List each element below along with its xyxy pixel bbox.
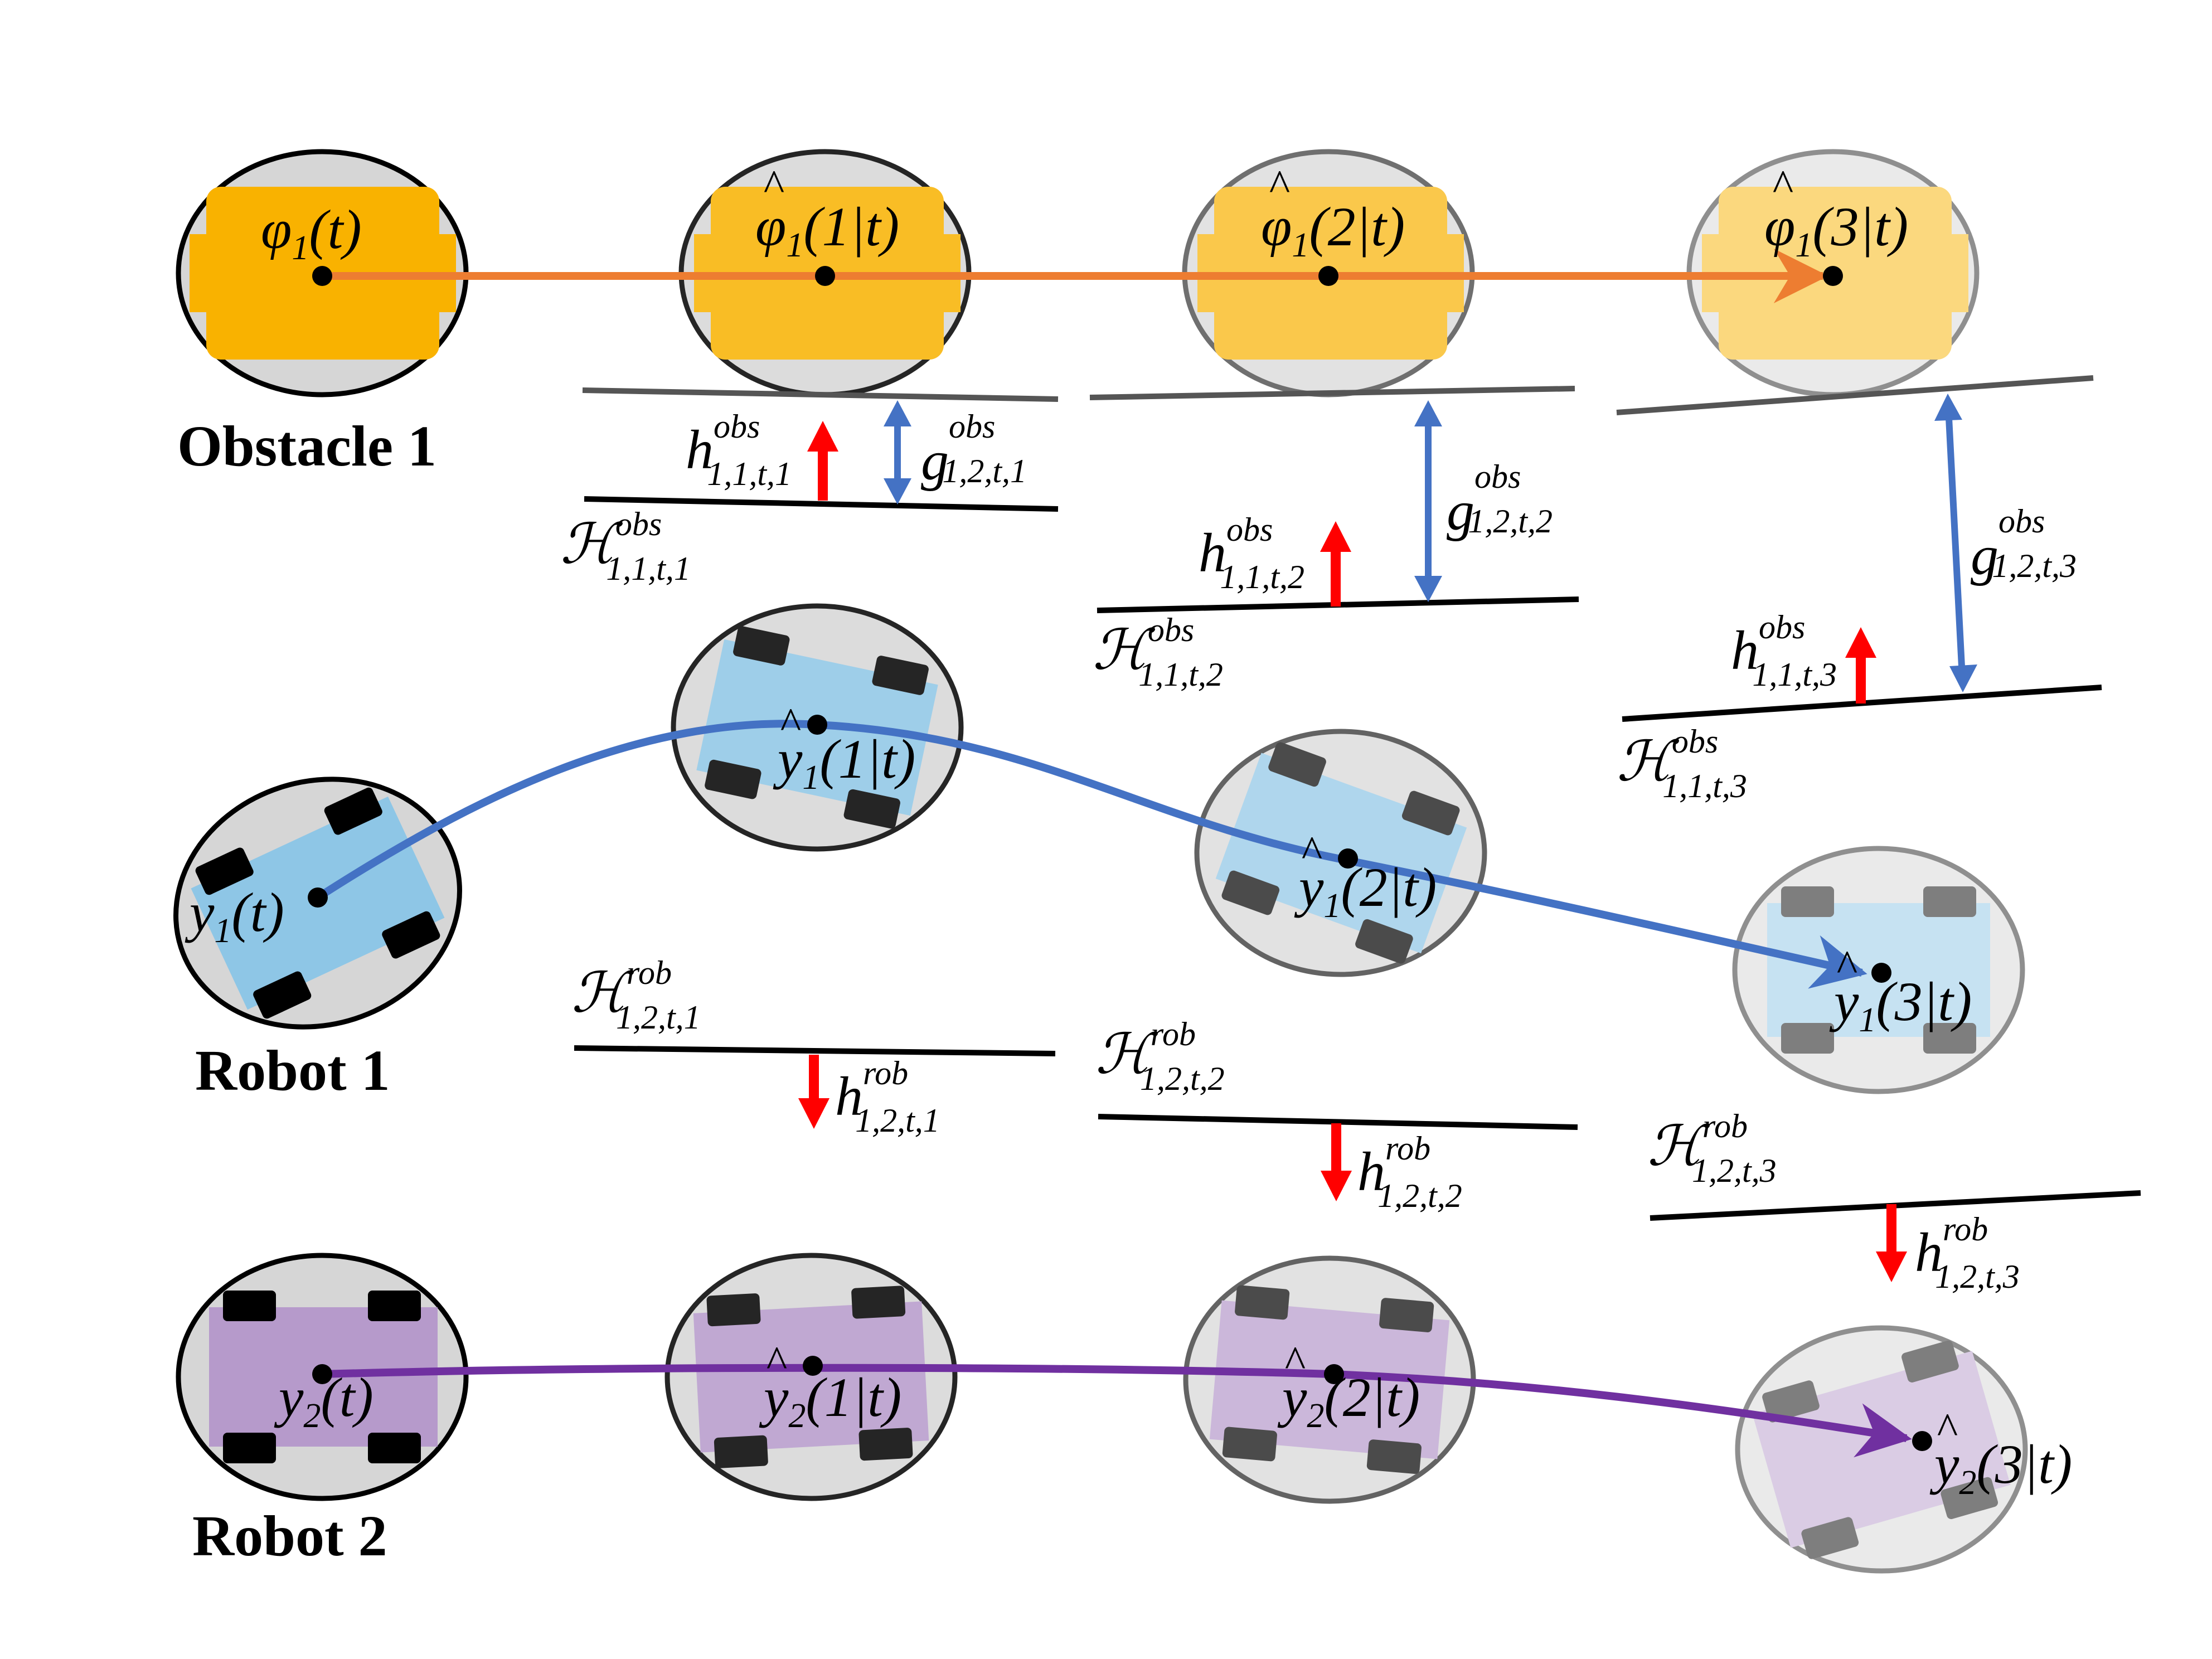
hat-icon: ^ bbox=[1836, 942, 1857, 991]
robot2-label-3: y2(3|t) bbox=[1929, 1433, 2072, 1502]
robot1-trajectory bbox=[316, 720, 1867, 989]
obstacle1-name: Obstacle 1 bbox=[177, 414, 436, 478]
robot2-name: Robot 2 bbox=[192, 1504, 387, 1568]
robot2-label-0: y2(t) bbox=[274, 1366, 373, 1435]
robot2-label-1: y2(1|t) bbox=[759, 1366, 901, 1435]
obstacle-label-3: φ1(3|t) bbox=[1764, 196, 1908, 264]
robot1-name: Robot 1 bbox=[195, 1039, 390, 1103]
hat-icon: ^ bbox=[765, 1338, 787, 1387]
hat-icon: ^ bbox=[1936, 1405, 1958, 1454]
obstacle-label-1: φ1(1|t) bbox=[755, 196, 899, 264]
hat-icon: ^ bbox=[1772, 162, 1793, 211]
hat-icon: ^ bbox=[779, 700, 801, 749]
hat-icon: ^ bbox=[1301, 828, 1322, 877]
obstacle-row: φ1(t) φ1(1|t) φ1(2|t) φ1(3|t) ^ ^ ^ Obst… bbox=[176, 149, 1980, 478]
hat-icon: ^ bbox=[1284, 1338, 1306, 1387]
robot2-trajectory bbox=[322, 1364, 1912, 1458]
robot1-row: y1(t) y1(1|t) y1(2|t) y1(3|t) ^ ^ ^ Robo… bbox=[173, 603, 2025, 1103]
obstacle-label-0: φ1(t) bbox=[261, 198, 362, 267]
robot2-row: y2(t) y2(1|t) y2(2|t) y2(3|t) ^ ^ ^ Robo… bbox=[176, 1253, 2072, 1574]
obstacle-label-2: φ1(2|t) bbox=[1261, 196, 1405, 264]
robot1-label-2: y1(2|t) bbox=[1294, 856, 1437, 925]
robot1-label-0: y1(t) bbox=[185, 881, 284, 950]
hat-icon: ^ bbox=[1268, 162, 1290, 211]
robot1-label-3: y1(3|t) bbox=[1829, 971, 1972, 1039]
robot2-state-1 bbox=[664, 1253, 958, 1501]
hat-icon: ^ bbox=[763, 162, 784, 211]
robot1-label-1: y1(1|t) bbox=[773, 728, 915, 797]
robot2-label-2: y2(2|t) bbox=[1277, 1366, 1420, 1435]
